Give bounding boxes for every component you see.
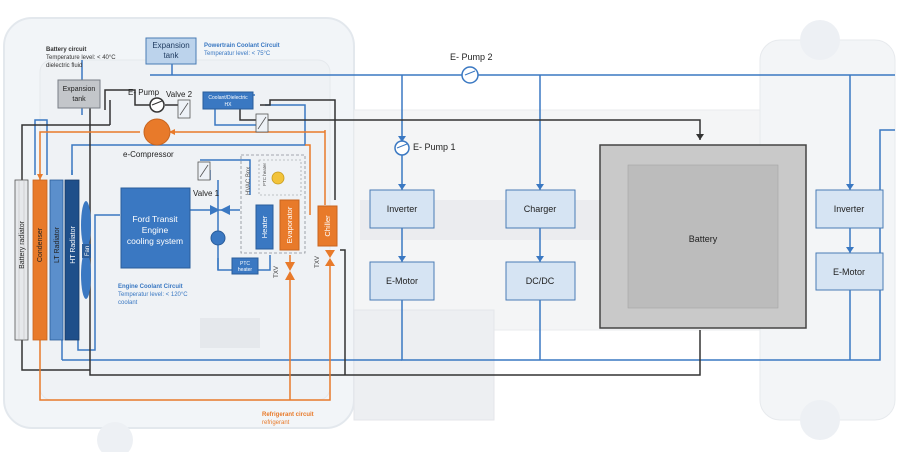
hvac-box-label: HVAC Box <box>246 167 252 195</box>
condenser: Condenser <box>32 179 48 341</box>
inverter-1-label: Inverter <box>387 204 418 214</box>
ford-transit-label-2: Engine <box>142 225 169 235</box>
powertrain-circuit-note: Powertrain Coolant Circuit Temperatur le… <box>204 43 280 57</box>
ptc-heater-box-label: PTC heater <box>262 162 267 186</box>
valve-3 <box>255 113 269 133</box>
chiller: Chiller <box>317 205 338 247</box>
dc-dc: DC/DC <box>505 261 576 301</box>
txv-2-label: TXV <box>315 256 321 268</box>
ht-radiator-label: HT Radiator <box>70 226 77 264</box>
coolant-hx-label-2: HX <box>225 102 233 108</box>
e-motor-2: E-Motor <box>815 252 884 291</box>
valve-junction <box>210 205 230 215</box>
txv-evaporator: TXV <box>274 262 295 280</box>
powertrain-circuit-line1: Temperatur level: < 75°C <box>204 51 271 57</box>
engine-pump <box>210 230 226 246</box>
expansion-tank-top-label-2: tank <box>163 51 179 60</box>
battery-circuit-line1: Temperature level: < 40°C <box>46 55 116 61</box>
txv-chiller: TXV <box>315 250 335 268</box>
ford-transit-engine: Ford Transit Engine cooling system <box>120 187 191 269</box>
condenser-label: Condenser <box>37 227 44 262</box>
evaporator: Evaporator <box>279 199 300 251</box>
refrigerant-lines <box>39 130 331 401</box>
valve-2: Valve 2 <box>166 90 193 119</box>
ford-transit-label-3: cooling system <box>127 236 183 246</box>
expansion-tank-left-label-1: Expansion <box>63 86 96 93</box>
valve-1: Valve 1 <box>193 161 220 198</box>
lt-radiator: LT Radiator <box>49 179 64 341</box>
powertrain-circuit-title: Powertrain Coolant Circuit <box>204 43 280 49</box>
e-pump-left: E- Pump <box>128 88 165 113</box>
ford-transit-label-1: Ford Transit <box>132 214 178 224</box>
charger-label: Charger <box>524 204 557 214</box>
coolant-hx-label-1: Coolant/Dielectric <box>208 95 248 101</box>
expansion-tank-top-label-1: Expansion <box>152 41 189 50</box>
battery-circuit-line2: dielectric fluid <box>46 63 82 69</box>
inverter-1: Inverter <box>369 189 435 229</box>
e-compressor: e-Compressor <box>123 118 174 159</box>
blue-coolant-lines <box>34 60 895 361</box>
e-motor-1-label: E-Motor <box>386 276 418 286</box>
engine-circuit-line1: Temperatur level: < 120°C <box>118 292 188 298</box>
chiller-label: Chiller <box>323 215 332 237</box>
refrigerant-circuit-title: Refrigerant circuit <box>262 412 314 418</box>
fan-label: Fan <box>85 246 91 256</box>
flow-arrows <box>398 136 854 262</box>
e-pump-2: E- Pump 2 <box>450 52 493 84</box>
expansion-tank-top: Expansion tank <box>145 37 197 65</box>
lt-radiator-label: LT Radiator <box>54 226 61 263</box>
e-motor-2-label: E-Motor <box>833 267 865 277</box>
evaporator-label: Evaporator <box>285 206 294 243</box>
heater: Heater <box>255 204 274 250</box>
hvac-box: HVAC Box PTC heater <box>240 154 306 254</box>
flow-arrows-dark <box>696 134 704 140</box>
dc-dc-label: DC/DC <box>526 276 555 286</box>
e-motor-1: E-Motor <box>369 261 435 301</box>
battery-label: Battery <box>689 234 718 244</box>
engine-circuit-line2: coolant <box>118 300 138 306</box>
e-compressor-label: e-Compressor <box>123 150 174 159</box>
charger: Charger <box>505 189 576 229</box>
ptc-heater-label-2: heater <box>238 267 253 273</box>
flow-arrows-orange <box>37 129 175 180</box>
valve-1-label: Valve 1 <box>193 189 220 198</box>
battery-radiator: Battery radiator <box>14 179 29 341</box>
expansion-tank-left: Expansion tank <box>57 79 101 109</box>
inverter-2-label: Inverter <box>834 204 865 214</box>
txv-1-label: TXV <box>274 266 280 278</box>
heater-label: Heater <box>260 215 269 238</box>
ht-radiator: HT Radiator <box>64 179 80 341</box>
ptc-heater-label-1: PTC <box>240 261 250 267</box>
e-pump-1-label: E- Pump 1 <box>413 142 456 152</box>
coolant-dielectric-hx: Coolant/Dielectric HX <box>202 91 254 110</box>
refrigerant-circuit-note: Refrigerant circuit refrigerant <box>262 412 314 426</box>
refrigerant-circuit-line1: refrigerant <box>262 420 290 426</box>
expansion-tank-left-label-2: tank <box>72 96 86 103</box>
e-pump-2-label: E- Pump 2 <box>450 52 493 62</box>
e-pump-label: E- Pump <box>128 88 160 97</box>
fan: Fan <box>81 201 91 299</box>
ptc-heater: PTC heater <box>231 257 259 275</box>
battery: Battery <box>599 144 807 329</box>
inverter-2: Inverter <box>815 189 884 229</box>
engine-circuit-title: Engine Coolant Circuit <box>118 284 183 290</box>
valve-2-label: Valve 2 <box>166 90 193 99</box>
engine-circuit-note: Engine Coolant Circuit Temperatur level:… <box>118 284 188 306</box>
battery-radiator-label: Battery radiator <box>19 220 26 269</box>
battery-circuit-title: Battery circuit <box>46 47 86 53</box>
battery-circuit-note: Battery circuit Temperature level: < 40°… <box>46 47 116 69</box>
